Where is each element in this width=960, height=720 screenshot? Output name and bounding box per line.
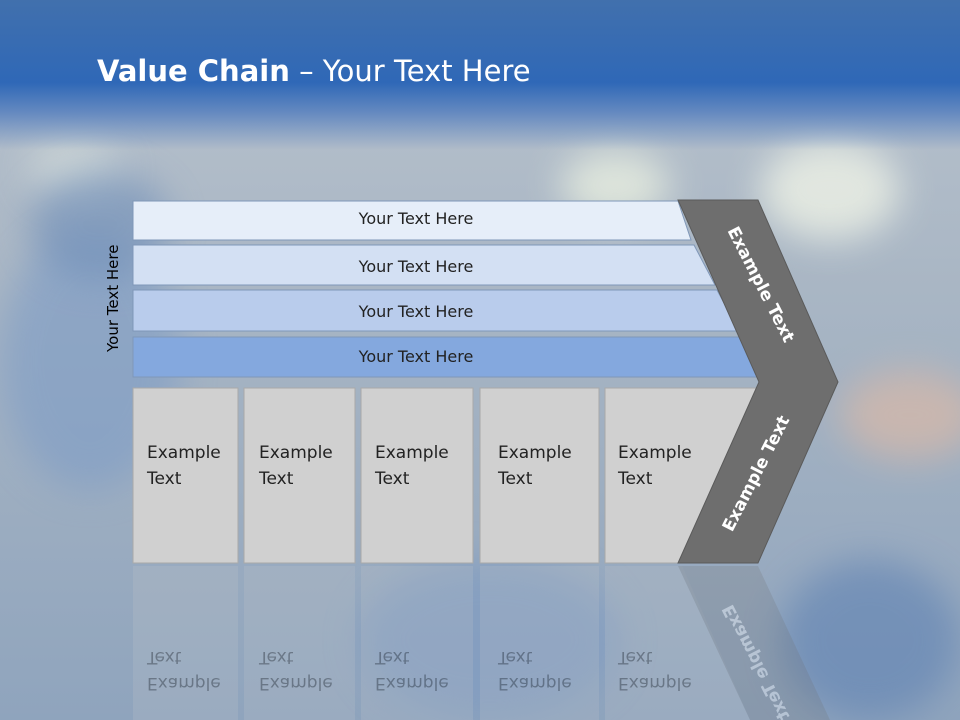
bar-4-label: Your Text Here	[358, 347, 474, 366]
chevron-arrow	[677, 199, 839, 564]
cell-2-line2: Text	[258, 469, 294, 489]
title-bold: Value Chain	[97, 54, 290, 88]
cell-3	[360, 387, 474, 564]
title-banner	[0, 0, 960, 150]
bar-2-label: Your Text Here	[358, 257, 474, 276]
reflect-5-a: Example	[618, 673, 692, 693]
cell-1-line1: Example	[147, 443, 221, 463]
title-rest: – Your Text Here	[289, 54, 531, 88]
reflection: Example Text Example Text Example Text E…	[133, 566, 830, 720]
cell-3-line2: Text	[374, 469, 410, 489]
reflect-5-b: Text	[617, 647, 653, 667]
cell-4	[479, 387, 600, 564]
reflect-4-b: Text	[497, 647, 533, 667]
cell-5-line1: Example	[618, 443, 692, 463]
reflect-2-b: Text	[258, 647, 294, 667]
cell-4-line2: Text	[497, 469, 533, 489]
cell-2	[243, 387, 356, 564]
cell-3-line1: Example	[375, 443, 449, 463]
cell-1	[132, 387, 239, 564]
cell-4-line1: Example	[498, 443, 572, 463]
bar-3-label: Your Text Here	[358, 302, 474, 321]
reflect-3-b: Text	[374, 647, 410, 667]
bar-1-label: Your Text Here	[358, 209, 474, 228]
reflect-4-a: Example	[498, 673, 572, 693]
bar-1	[132, 200, 692, 241]
cell-5-line2: Text	[617, 469, 653, 489]
cell-2-line1: Example	[259, 443, 333, 463]
cell-1-line2: Text	[146, 469, 182, 489]
reflect-1-a: Example	[147, 673, 221, 693]
reflect-1-b: Text	[146, 647, 182, 667]
bar-2	[132, 244, 716, 286]
reflect-3-a: Example	[375, 673, 449, 693]
page-title: Value Chain – Your Text Here	[97, 54, 531, 88]
reflect-2-a: Example	[259, 673, 333, 693]
